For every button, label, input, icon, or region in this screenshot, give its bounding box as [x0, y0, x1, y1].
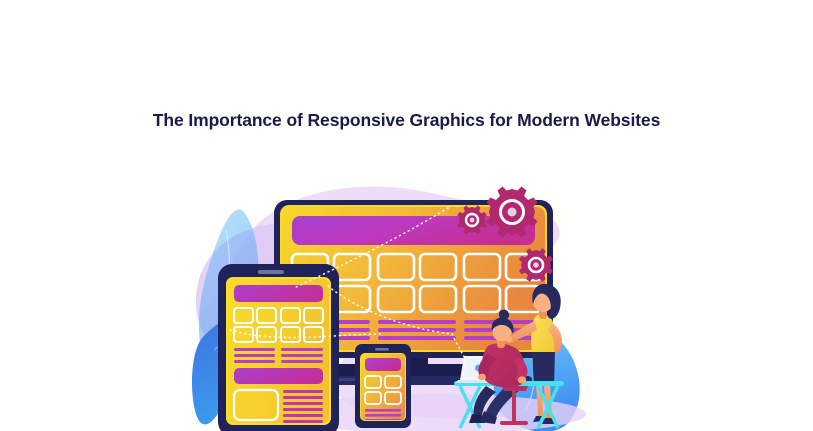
page-title: The Importance of Responsive Graphics fo…: [152, 109, 661, 130]
stool-foot: [500, 421, 528, 425]
tablet-header-bar-2: [234, 368, 323, 384]
gear-large: [486, 186, 538, 238]
gear-small: [519, 248, 553, 282]
desktop-monitor: [274, 200, 553, 385]
tablet-image-block: [232, 388, 280, 422]
phone-header-bar: [365, 358, 401, 371]
man-arm-typing: [478, 354, 497, 379]
woman-shoe-front: [542, 418, 554, 424]
tablet-text-lines-top: [234, 348, 323, 363]
gear-large-hub: [507, 207, 517, 217]
gears-group: [457, 186, 553, 282]
gear-small-ring: [527, 256, 545, 274]
man-hand-forward: [517, 376, 527, 384]
gear-large-ring: [499, 199, 525, 225]
woman-top: [531, 314, 556, 352]
phone-screen-content: [364, 358, 402, 420]
man-topknot: [498, 309, 509, 320]
gear-small-hub: [533, 262, 539, 268]
smartphone-device: [355, 344, 411, 428]
man-torso: [481, 343, 526, 388]
phone-speaker: [375, 348, 389, 351]
man-head: [492, 322, 512, 342]
woman-arm-pointing: [508, 321, 537, 343]
phone-cards: [364, 375, 402, 405]
tablet-speaker: [258, 270, 284, 274]
tablet-header-bar: [234, 285, 323, 302]
man-leg-back: [473, 386, 496, 418]
man-leg-front: [486, 384, 520, 417]
tablet-device: [218, 264, 339, 431]
dotted-line-tablet-left: [229, 329, 383, 339]
woman-skirt: [532, 350, 555, 386]
tablet-card-row-2: [233, 326, 324, 343]
man-arm-forward: [513, 358, 528, 382]
tablet-card-row-1: [233, 307, 324, 324]
stool-post: [512, 390, 516, 422]
responsive-devices-illustration: [192, 186, 586, 431]
gear-medium: [457, 205, 487, 235]
people-and-desk: [454, 283, 564, 429]
tablet-text-lines-side: [283, 390, 323, 423]
desk-leg-2: [458, 385, 482, 429]
monitor-card-group-2: [376, 252, 458, 314]
hero-illustration: [186, 178, 606, 431]
seated-man: [469, 309, 528, 425]
man-shoe-front: [480, 411, 497, 424]
standing-woman: [505, 283, 562, 424]
man-hand-typing: [478, 373, 486, 381]
tablet-screen-content: [232, 285, 324, 423]
man-hair: [491, 317, 514, 334]
dotted-line-tablet-to-monitor-mid: [327, 285, 453, 335]
gear-medium-ring: [464, 212, 480, 228]
gear-medium-hub: [469, 217, 475, 223]
woman-hair: [532, 283, 561, 319]
desk-leg-4: [536, 385, 560, 429]
woman-arm-hip: [548, 323, 562, 353]
phone-text-lines: [365, 409, 401, 420]
